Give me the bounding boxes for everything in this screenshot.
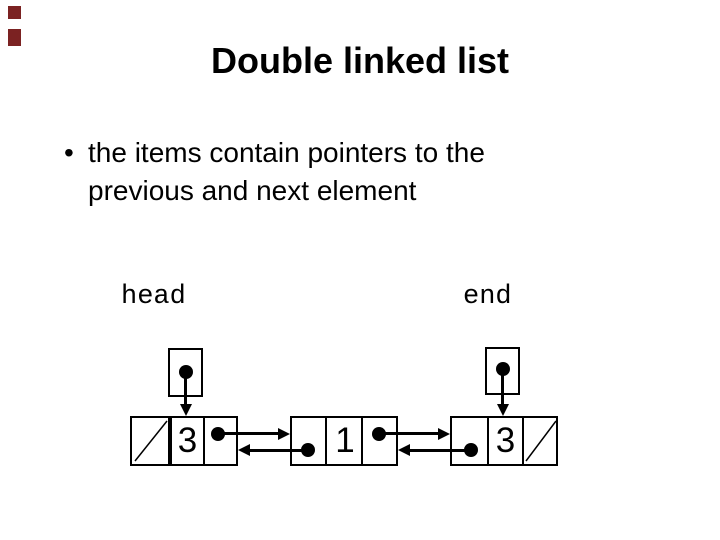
node-value: 3 [177,421,198,460]
head-pointer-dot-icon [179,365,193,379]
head-pointer-label: head [121,282,186,312]
null-slash-icon [525,420,557,462]
backward-arrow-2-head-icon [398,444,410,456]
forward-arrow-1-shaft [222,432,279,435]
decoration-square-icon [8,29,21,46]
node1-next-dot-icon [211,427,225,441]
forward-arrow-2-head-icon [438,428,450,440]
head-arrow-shaft [184,373,187,404]
list-node-1: 3 [130,416,238,466]
forward-arrow-1-head-icon [278,428,290,440]
null-slash-icon [134,420,168,462]
cell-divider [203,418,205,464]
cell-divider [168,418,172,464]
cell-divider [361,418,363,464]
bullet-text: the items contain pointers to the previo… [88,134,528,210]
bullet-line-2: previous and next element [88,175,417,206]
node2-prev-dot-icon [301,443,315,457]
node3-prev-dot-icon [464,443,478,457]
forward-arrow-2-shaft [379,432,439,435]
cell-divider [522,418,524,464]
backward-arrow-1-head-icon [238,444,250,456]
end-pointer-dot-icon [496,362,510,376]
cell-divider [487,418,489,464]
cell-divider [325,418,327,464]
decoration-square-icon [8,6,21,19]
list-node-2: 1 [290,416,398,466]
list-node-3: 3 [450,416,558,466]
head-arrow-head-icon [180,404,192,416]
end-arrow-shaft [501,370,504,404]
end-pointer-label: end [463,282,512,312]
node-value: 1 [335,421,355,460]
page-title: Double linked list [210,40,510,81]
node-value: 3 [495,421,516,460]
bullet-icon: • [64,137,74,168]
backward-arrow-1-shaft [249,449,308,452]
bullet-line-1: the items contain pointers to the [88,137,485,168]
end-arrow-head-icon [497,404,509,416]
backward-arrow-2-shaft [409,449,471,452]
node2-next-dot-icon [372,427,386,441]
